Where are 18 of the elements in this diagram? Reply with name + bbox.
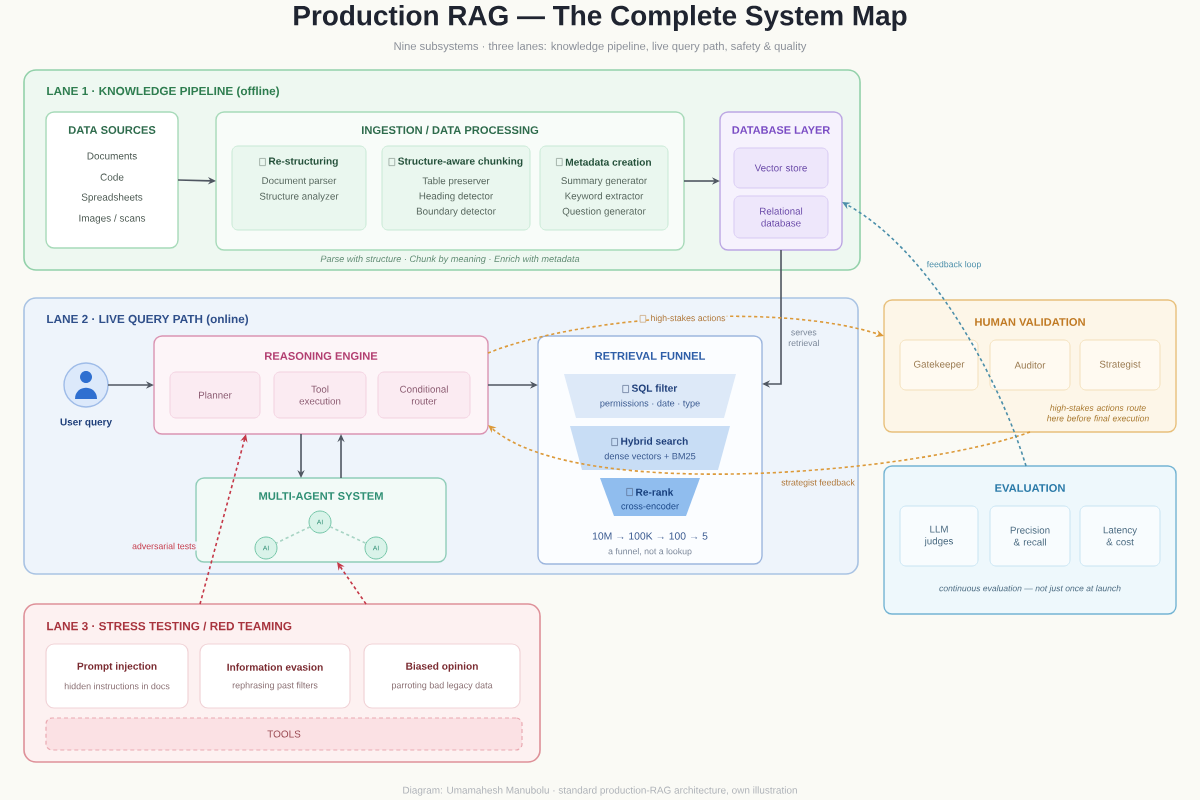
list-box <box>45 111 179 249</box>
arrow <box>488 425 1031 475</box>
arrow <box>337 562 367 605</box>
step-box <box>539 145 669 231</box>
step-box <box>231 145 367 231</box>
card-box <box>363 643 521 709</box>
card-box <box>199 643 351 709</box>
title: Production RAG — The Complete System Map <box>294 5 907 31</box>
step-box <box>381 145 531 231</box>
group-panel <box>195 477 447 563</box>
funnel-stage <box>600 478 700 516</box>
funnel-stage <box>564 374 736 418</box>
connector-line <box>275 526 311 545</box>
arrow <box>199 434 248 605</box>
funnel-stage <box>570 426 730 470</box>
connector-line <box>329 525 367 545</box>
card-box <box>45 643 189 709</box>
arrow <box>842 202 1027 467</box>
